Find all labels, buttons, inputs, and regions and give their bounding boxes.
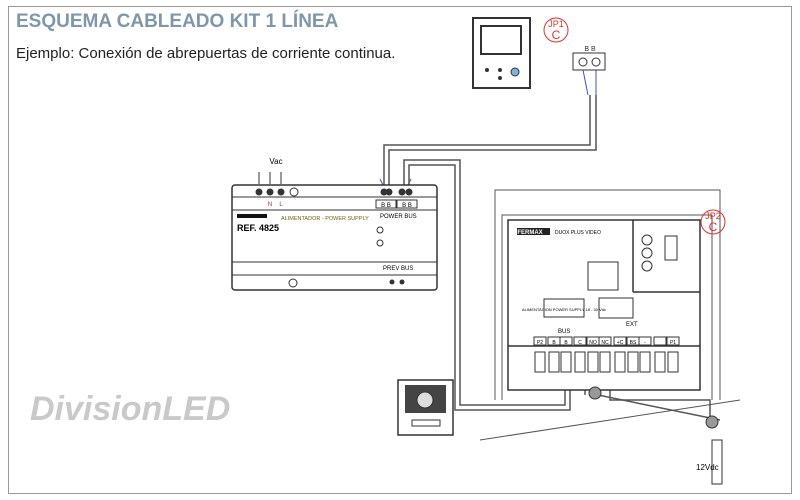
- bus-label: BUS: [558, 329, 570, 335]
- brand-label: FERMAX: [517, 230, 542, 236]
- ps-bus-terminal-1: [375, 199, 397, 209]
- terminal-screws: [534, 351, 679, 373]
- wall-box: [479, 189, 741, 441]
- jp1-circle: [543, 17, 569, 43]
- terminal-label: +C: [617, 340, 624, 346]
- jp2-label: JP2: [705, 211, 721, 221]
- terminal-screw: [560, 351, 572, 373]
- ps-name: ALIMENTADOR - POWER SUPPLY: [281, 216, 369, 222]
- terminal-screw: [667, 351, 679, 373]
- page-title: ESQUEMA CABLEADO KIT 1 LÍNEA: [16, 11, 339, 32]
- terminal-l: L: [279, 202, 283, 208]
- power-bus-label: POWER BUS: [380, 214, 417, 220]
- ps-bus-label-2: B B: [402, 203, 412, 209]
- door-panel: [397, 379, 454, 436]
- terminal-labels: P2 B B C NO NC +C BS - P1: [533, 336, 680, 346]
- jp2-value: C: [709, 220, 718, 234]
- terminal-label-box: [573, 336, 587, 346]
- vac-label: Vac: [269, 157, 282, 166]
- monitor-terminal-block: [572, 52, 606, 71]
- page-subtitle: Ejemplo: Conexión de abrepuertas de corr…: [16, 45, 396, 62]
- terminal-screw: [654, 351, 666, 373]
- ps-bus-terminal-2: [396, 199, 418, 209]
- terminal-screw: [534, 351, 546, 373]
- terminal-screw: [548, 351, 560, 373]
- terminal-label-box: [638, 336, 652, 346]
- terminal-label: NO: [589, 340, 597, 346]
- terminal-label-box: [613, 336, 627, 346]
- jp2-circle: [700, 209, 726, 235]
- terminal-label-box: [666, 336, 680, 346]
- terminal-label-box: [559, 336, 573, 346]
- terminal-label: B: [552, 340, 556, 346]
- terminal-label: P1: [670, 340, 676, 346]
- monitor-terminal-labels: B B: [584, 46, 596, 53]
- terminal-screw: [574, 351, 586, 373]
- door-lock: [588, 386, 723, 485]
- monitor: [472, 17, 531, 89]
- terminal-label: NC: [601, 340, 609, 346]
- terminal-screw: [599, 351, 611, 373]
- terminal-label-box: [533, 336, 547, 346]
- prev-bus-label: PREV BUS: [383, 266, 413, 272]
- terminal-label: C: [578, 340, 582, 346]
- ext-label: EXT: [626, 322, 638, 328]
- power-supply: [231, 172, 438, 291]
- terminal-n: N: [268, 202, 272, 208]
- terminal-screw: [614, 351, 626, 373]
- jp1-label: JP1: [548, 19, 564, 29]
- terminal-label: -: [644, 340, 646, 346]
- model-label: DUOX PLUS VIDEO: [555, 230, 601, 236]
- terminal-label: BS: [630, 340, 637, 346]
- watermark: DivisionLED: [30, 390, 230, 428]
- jp1-value: C: [552, 28, 561, 42]
- frame-border: [8, 6, 792, 494]
- terminal-label: P2: [537, 340, 543, 346]
- bus-wire-ends: [379, 69, 597, 186]
- ps-bus-label-1: B B: [381, 203, 391, 209]
- bus-wires: [383, 95, 721, 425]
- terminal-screw: [639, 351, 651, 373]
- terminal-label-box: [653, 336, 667, 346]
- terminal-label: B: [564, 340, 568, 346]
- ps-ref: REF. 4825: [237, 223, 279, 233]
- terminal-screw: [627, 351, 639, 373]
- lock-voltage: 12Vdc: [696, 463, 719, 472]
- terminal-label-box: [598, 336, 612, 346]
- terminal-screw: [587, 351, 599, 373]
- supply-label: ALIMENTACION POWER SUPPLY 18 - 30 Vdc: [522, 307, 606, 312]
